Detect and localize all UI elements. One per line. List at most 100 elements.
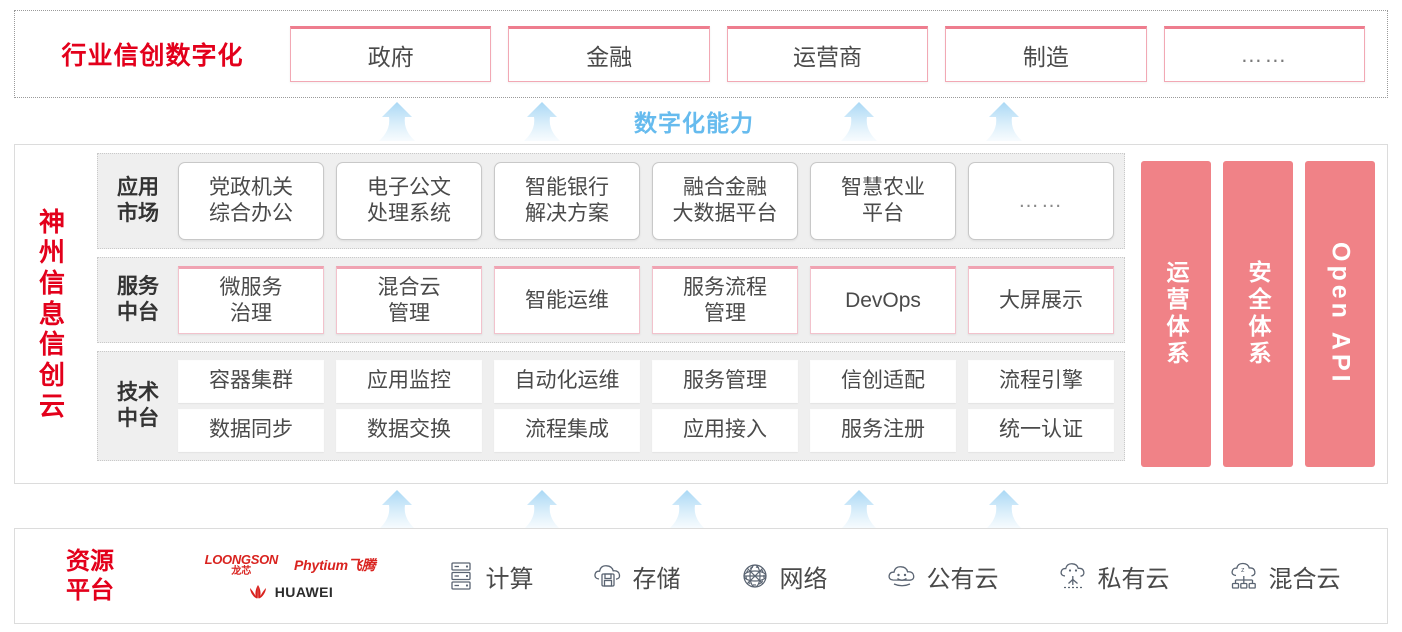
loongson-logo: LOONGSON 龙芯 bbox=[204, 551, 279, 577]
cell-line: 管理 bbox=[388, 302, 430, 325]
tech-cell-data-sync[interactable]: 数据同步 bbox=[178, 409, 324, 452]
vendor-logo-row: LOONGSON 龙芯 Phytium飞腾 bbox=[205, 553, 376, 577]
up-arrow-icon bbox=[833, 100, 885, 142]
cloud-title-char: 信 bbox=[38, 329, 65, 360]
tier-label-line: 应用 bbox=[117, 176, 159, 200]
loongson-logo-en: LOONGSON bbox=[204, 551, 279, 567]
svc-cell-microservice-governance[interactable]: 微服务治理 bbox=[178, 266, 324, 334]
hybrid-cloud-icon: z bbox=[1227, 559, 1261, 593]
app-cell-smart-bank[interactable]: 智能银行解决方案 bbox=[494, 162, 640, 240]
up-arrow-icon bbox=[371, 100, 423, 142]
public-cloud-icon bbox=[885, 559, 919, 593]
tier-label-service-platform: 服务 中台 bbox=[108, 274, 168, 325]
cell-line: 解决方案 bbox=[525, 202, 609, 225]
resource-item-public-cloud[interactable]: 公有云 bbox=[885, 559, 999, 594]
industry-box-list: 政府 金融 运营商 制造 …… bbox=[290, 26, 1387, 82]
pillar-open-api[interactable]: Open API bbox=[1305, 161, 1375, 467]
svc-cell-bigscreen-display[interactable]: 大屏展示 bbox=[968, 266, 1114, 334]
tech-cell-container-cluster[interactable]: 容器集群 bbox=[178, 360, 324, 403]
cloud-storage-icon bbox=[591, 559, 625, 593]
resource-item-label: 公有云 bbox=[926, 565, 999, 593]
resource-item-label: 计算 bbox=[485, 565, 534, 593]
industry-box-government[interactable]: 政府 bbox=[290, 26, 492, 82]
cloud-title-char: 创 bbox=[38, 360, 65, 390]
app-cell-smart-agriculture[interactable]: 智慧农业平台 bbox=[810, 162, 956, 240]
tech-cell-app-access[interactable]: 应用接入 bbox=[652, 409, 798, 452]
upward-arrow-band-top: 数字化能力 bbox=[0, 100, 1402, 142]
huawei-logo-text: HUAWEI bbox=[274, 583, 334, 600]
industry-box-telecom[interactable]: 运营商 bbox=[726, 26, 929, 82]
industry-box-more[interactable]: …… bbox=[1163, 26, 1366, 82]
app-cell-edoc-system[interactable]: 电子公文处理系统 bbox=[336, 162, 482, 240]
up-arrow-icon bbox=[978, 100, 1030, 142]
svc-cell-service-process-mgmt[interactable]: 服务流程管理 bbox=[652, 266, 798, 334]
tier-label-line: 中台 bbox=[117, 301, 159, 324]
cell-line: 平台 bbox=[862, 202, 904, 225]
cloud-tier-list: 应用 市场 党政机关综合办公 电子公文处理系统 智能银行解决方案 融合金融大数据… bbox=[89, 145, 1135, 483]
up-arrow-icon bbox=[516, 100, 568, 142]
resource-item-compute[interactable]: 计算 bbox=[444, 559, 534, 594]
up-arrow-icon bbox=[661, 488, 713, 530]
app-cell-government-office[interactable]: 党政机关综合办公 bbox=[178, 162, 324, 240]
resource-item-storage[interactable]: 存储 bbox=[591, 559, 681, 594]
app-cell-finance-bigdata[interactable]: 融合金融大数据平台 bbox=[652, 162, 798, 240]
tech-cell-service-mgmt[interactable]: 服务管理 bbox=[652, 360, 798, 403]
tech-cell-process-integration[interactable]: 流程集成 bbox=[494, 409, 640, 452]
tech-cell-app-monitoring[interactable]: 应用监控 bbox=[336, 360, 482, 403]
pillar-security-system[interactable]: 安全体系 bbox=[1223, 161, 1293, 467]
pillar-label: 运营体系 bbox=[1163, 260, 1189, 368]
tier-label-line: 市场 bbox=[117, 202, 159, 225]
up-arrow-icon bbox=[371, 488, 423, 530]
tier-label-line: 中台 bbox=[117, 407, 159, 430]
resource-item-hybrid-cloud[interactable]: z 混合云 bbox=[1227, 559, 1341, 594]
resource-item-list: 计算 存储 bbox=[415, 559, 1387, 594]
svc-cell-devops[interactable]: DevOps bbox=[810, 266, 956, 334]
tier-row-service-platform: 服务 中台 微服务治理 混合云管理 智能运维 服务流程管理 DevOps 大屏展 bbox=[97, 257, 1125, 343]
resource-title-line: 资源 bbox=[66, 547, 114, 575]
cloud-title-char: 神 bbox=[38, 206, 65, 237]
upward-arrow-band-bottom bbox=[0, 488, 1402, 530]
industry-band-title: 行业信创数字化 bbox=[61, 42, 244, 70]
huawei-flower-icon bbox=[247, 584, 269, 600]
cell-line: 管理 bbox=[704, 302, 746, 325]
cloud-title-char: 州 bbox=[38, 237, 65, 268]
resource-platform-title: 资源 平台 bbox=[15, 547, 165, 606]
svg-text:z: z bbox=[1241, 567, 1245, 574]
tech-cell-data-exchange[interactable]: 数据交换 bbox=[336, 409, 482, 452]
resource-item-label: 混合云 bbox=[1268, 565, 1341, 593]
tech-cell-service-registry[interactable]: 服务注册 bbox=[810, 409, 956, 452]
svc-cell-intelligent-ops[interactable]: 智能运维 bbox=[494, 266, 640, 334]
pillar-operations-system[interactable]: 运营体系 bbox=[1141, 161, 1211, 467]
tech-cell-unified-auth[interactable]: 统一认证 bbox=[968, 409, 1114, 452]
phytium-logo: Phytium飞腾 bbox=[294, 556, 376, 573]
tier-label-line: 技术 bbox=[117, 381, 159, 405]
tech-cell-row: 数据同步 数据交换 流程集成 应用接入 服务注册 统一认证 bbox=[178, 409, 1114, 452]
cell-line: 智慧农业 bbox=[841, 175, 925, 199]
cell-line: 处理系统 bbox=[367, 202, 451, 225]
tech-cell-automated-ops[interactable]: 自动化运维 bbox=[494, 360, 640, 403]
huawei-logo: HUAWEI bbox=[247, 584, 333, 600]
cell-line: 电子公文 bbox=[367, 175, 451, 199]
tier-label-line: 服务 bbox=[117, 275, 159, 299]
resource-item-private-cloud[interactable]: 私有云 bbox=[1056, 559, 1170, 594]
resource-title-line: 平台 bbox=[66, 577, 114, 604]
vendor-logo-row: HUAWEI bbox=[247, 584, 333, 600]
cell-line: 融合金融 bbox=[683, 175, 767, 199]
resource-item-network[interactable]: 网络 bbox=[738, 559, 828, 594]
digital-capability-label: 数字化能力 bbox=[634, 110, 754, 136]
app-cell-more[interactable]: …… bbox=[968, 162, 1114, 240]
tech-cell-xinchuang-adaptation[interactable]: 信创适配 bbox=[810, 360, 956, 403]
tier-row-application-market: 应用 市场 党政机关综合办公 电子公文处理系统 智能银行解决方案 融合金融大数据… bbox=[97, 153, 1125, 249]
pillar-label: 安全体系 bbox=[1245, 260, 1271, 368]
up-arrow-icon bbox=[833, 488, 885, 530]
technology-platform-cells: 容器集群 应用监控 自动化运维 服务管理 信创适配 流程引擎 数据同步 数据交换… bbox=[168, 360, 1114, 452]
industry-box-finance[interactable]: 金融 bbox=[508, 26, 710, 82]
up-arrow-icon bbox=[978, 488, 1030, 530]
svc-cell-hybrid-cloud-mgmt[interactable]: 混合云管理 bbox=[336, 266, 482, 334]
resource-item-label: 私有云 bbox=[1097, 565, 1170, 593]
up-arrow-icon bbox=[516, 488, 568, 530]
cell-line: 服务流程 bbox=[683, 275, 767, 299]
tech-cell-process-engine[interactable]: 流程引擎 bbox=[968, 360, 1114, 403]
industry-box-manufacturing[interactable]: 制造 bbox=[945, 26, 1147, 82]
